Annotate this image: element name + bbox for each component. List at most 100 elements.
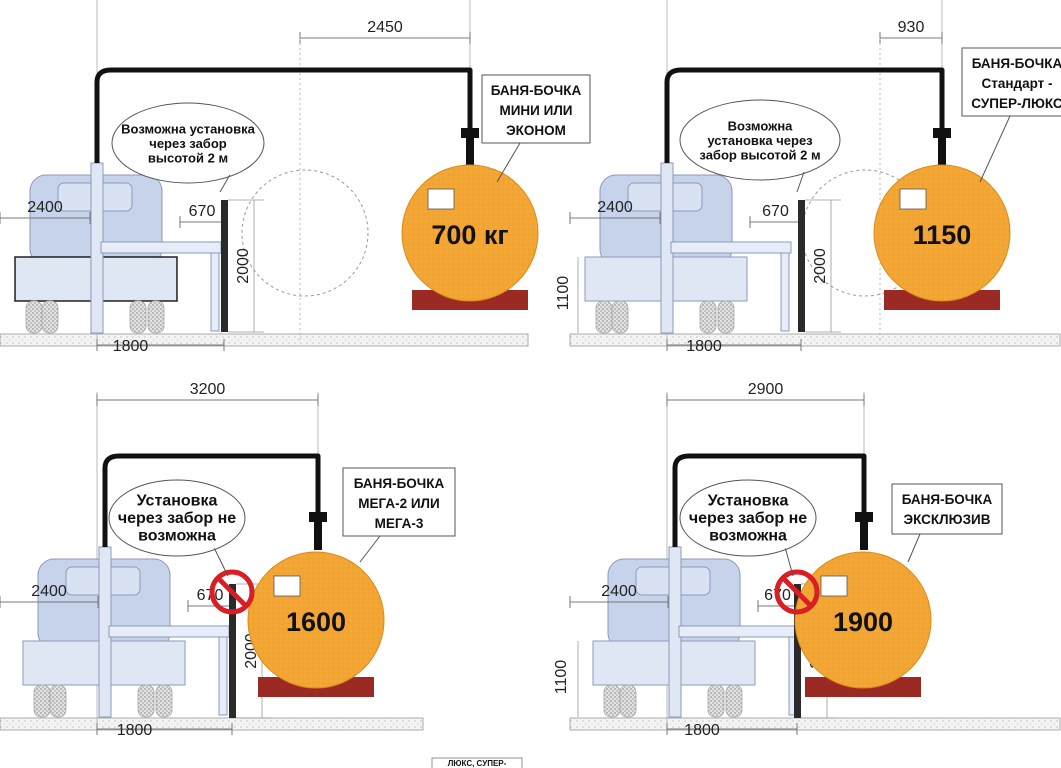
note-bubble bbox=[679, 99, 841, 181]
prohibited-icon bbox=[209, 569, 255, 615]
note-bubble-text: возможна bbox=[138, 528, 216, 545]
truck-height-dimension: 1100 bbox=[553, 660, 570, 695]
ground bbox=[569, 333, 1061, 347]
crane-boom-arm bbox=[100, 241, 222, 254]
footer-note-text: ЛЮКС, СУПЕР- bbox=[448, 759, 507, 768]
bottom-dimension: 1800 bbox=[113, 338, 149, 355]
product-label-text: БАНЯ-БОЧКА bbox=[491, 83, 582, 98]
truck-wheel bbox=[603, 684, 621, 718]
tank-weight-label: 1150 bbox=[913, 220, 972, 250]
truck-wheel bbox=[137, 684, 155, 718]
truck-height-dimension: 1100 bbox=[555, 276, 572, 311]
crane-boom bbox=[672, 453, 867, 547]
ground bbox=[569, 717, 1061, 731]
note-bubble-text: Возможна установка bbox=[121, 122, 255, 137]
note-bubble-text: Установка bbox=[137, 492, 218, 509]
truck-dimension: 2400 bbox=[27, 199, 63, 216]
note-bubble-text: через забор не bbox=[689, 510, 807, 527]
fence bbox=[229, 584, 236, 718]
ground bbox=[0, 717, 424, 731]
tank-weight-label: 1600 bbox=[286, 607, 346, 637]
truck-dimension: 2400 bbox=[601, 583, 637, 600]
product-label-box bbox=[891, 483, 1003, 535]
swing-circle bbox=[241, 169, 369, 297]
truck-wheel bbox=[25, 300, 43, 334]
truck-wheel bbox=[619, 684, 637, 718]
truck-wheel bbox=[129, 300, 147, 334]
crane-hook-block bbox=[933, 128, 951, 138]
truck-wheel bbox=[707, 684, 725, 718]
product-label-text: ЭКСКЛЮЗИВ bbox=[904, 512, 991, 527]
crane-reach-dimension: 930 bbox=[898, 19, 925, 36]
product-label-text: БАНЯ-БОЧКА bbox=[902, 492, 993, 507]
note-bubble bbox=[108, 479, 246, 557]
truck-wheel bbox=[147, 300, 165, 334]
product-label-pointer bbox=[359, 535, 381, 563]
truck-wheel bbox=[595, 300, 613, 334]
truck-wheel bbox=[725, 684, 743, 718]
note-bubble-text: Возможна bbox=[728, 119, 794, 134]
footer: ЛЮКС, СУПЕР- bbox=[431, 757, 523, 768]
top-dimension: 2900 bbox=[748, 381, 784, 398]
crane-hook-block bbox=[461, 128, 479, 138]
product-label-text: МЕГА-2 ИЛИ bbox=[358, 496, 439, 511]
note-bubble-text: забор высотой 2 м bbox=[699, 147, 820, 162]
note-bubble-text: Установка bbox=[708, 492, 789, 509]
truck-dimension: 2400 bbox=[597, 199, 633, 216]
panel-2: 400093024006701800200011001150Возможнаус… bbox=[555, 0, 1061, 355]
product-label-text: МЕГА-3 bbox=[375, 516, 424, 531]
truck-wheel bbox=[49, 684, 67, 718]
note-bubble-text: высотой 2 м bbox=[148, 150, 228, 165]
truck-wheel bbox=[41, 300, 59, 334]
truck-wheel bbox=[33, 684, 51, 718]
tank-hatch bbox=[899, 188, 927, 210]
crane-hook-cable bbox=[860, 522, 868, 550]
fence bbox=[221, 200, 228, 332]
note-bubble-pointer bbox=[219, 174, 231, 193]
note-bubble-pointer bbox=[784, 548, 794, 577]
truck-wheel bbox=[717, 300, 735, 334]
truck-wheel bbox=[699, 300, 717, 334]
product-label-text: СУПЕР-ЛЮКС bbox=[971, 96, 1061, 111]
crane-boom-arm bbox=[678, 625, 800, 638]
bottom-dimension: 1800 bbox=[684, 722, 720, 739]
product-label-text: МИНИ ИЛИ bbox=[499, 103, 572, 118]
product-label-box bbox=[961, 47, 1061, 117]
note-bubble-text: установка через bbox=[707, 133, 813, 148]
bottom-dimension: 1800 bbox=[686, 338, 722, 355]
note-bubble-pointer bbox=[213, 548, 229, 577]
truck-wheel bbox=[155, 684, 173, 718]
crane-hook-cable bbox=[314, 522, 322, 550]
product-label-text: ЭКОНОМ bbox=[506, 123, 566, 138]
fence-height-dimension: 2000 bbox=[235, 248, 252, 284]
crane-hook-block bbox=[855, 512, 873, 522]
outrigger-leg bbox=[780, 252, 790, 332]
panel-4: 290024006701800200011001900Установкачере… bbox=[553, 381, 1061, 739]
tank-hatch bbox=[273, 575, 301, 597]
crane-boom bbox=[94, 67, 473, 163]
note-bubble-text: через забор bbox=[149, 136, 227, 151]
truck-dimension: 2400 bbox=[31, 583, 67, 600]
tank-weight-label: 700 кг bbox=[431, 220, 508, 250]
outrigger-leg bbox=[218, 636, 228, 716]
product-label-text: БАНЯ-БОЧКА bbox=[354, 476, 445, 491]
prohibited-icon bbox=[774, 569, 820, 615]
fence bbox=[798, 200, 805, 332]
tank-weight-label: 1900 bbox=[833, 607, 893, 637]
bottom-dimension: 1800 bbox=[117, 722, 153, 739]
note-bubble-pointer bbox=[796, 171, 805, 193]
top-dimension: 3200 bbox=[190, 381, 226, 398]
footer-note-box bbox=[431, 757, 523, 768]
note-bubble bbox=[111, 102, 265, 184]
product-label-pointer bbox=[496, 142, 521, 183]
crane-reach-dimension: 2450 bbox=[367, 19, 403, 36]
note-bubble bbox=[679, 479, 817, 557]
boom-dimension: 670 bbox=[762, 203, 789, 220]
crane-boom-arm bbox=[670, 241, 792, 254]
tank-hatch bbox=[820, 575, 848, 597]
product-label-pointer bbox=[979, 115, 1011, 183]
product-label-box bbox=[342, 467, 456, 537]
